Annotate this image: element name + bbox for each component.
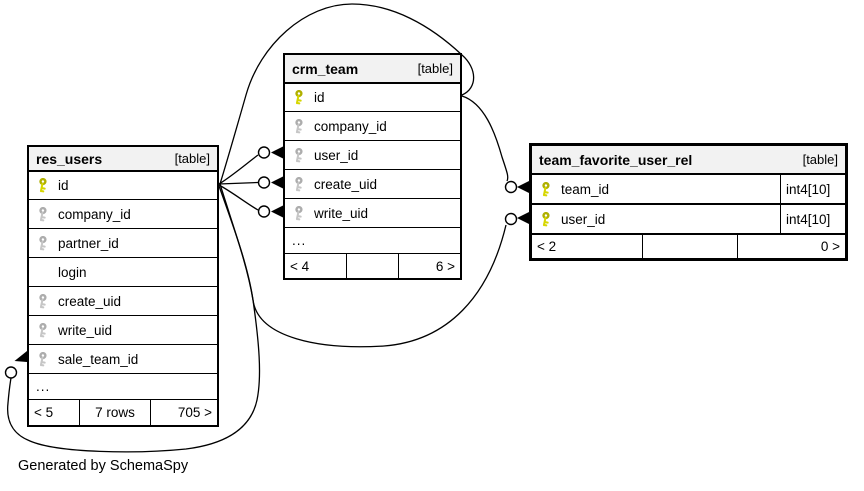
rel-line-res_users-id-crm_team-user_id <box>218 154 259 185</box>
table-type-badge: [table] <box>174 151 210 166</box>
table-footer-crm_team: < 4 6 > <box>285 253 460 278</box>
foreign-key-icon <box>295 118 303 133</box>
primary-key-icon <box>542 211 550 226</box>
column-row-write_uid: write_uid <box>285 198 460 227</box>
column-row-create_uid: create_uid <box>29 286 217 315</box>
footer-row-count: 7 rows <box>79 400 150 425</box>
foreign-key-icon <box>295 205 303 220</box>
fk-arrowhead-crm_team-user_id <box>271 146 283 159</box>
foreign-key-icon <box>39 206 47 221</box>
fk-arrowhead-res_users-sale_team_id <box>14 351 27 362</box>
ellipsis-text: ... <box>292 233 307 248</box>
table-name[interactable]: team_favorite_user_rel <box>539 151 693 168</box>
foreign-key-icon <box>295 147 303 162</box>
table-name[interactable]: crm_team <box>292 60 359 77</box>
column-row-id: id <box>285 82 460 111</box>
cardinality-circle-crm_team-create_uid <box>257 176 271 189</box>
column-name: write_uid <box>58 322 113 338</box>
foreign-key-icon <box>39 235 47 250</box>
table-header-team_favorite_user_rel: team_favorite_user_rel [table] <box>532 146 845 173</box>
fk-arrowhead-team_favorite_user_rel-team_id <box>517 181 529 193</box>
column-name: id <box>58 178 69 193</box>
foreign-key-icon <box>39 322 47 337</box>
table-name[interactable]: res_users <box>36 150 103 167</box>
foreign-key-icon <box>39 293 47 308</box>
fk-arrowhead-crm_team-create_uid <box>271 176 283 189</box>
column-name: partner_id <box>58 235 119 251</box>
column-row-id: id <box>29 170 217 199</box>
column-row-write_uid: write_uid <box>29 315 217 344</box>
column-name: create_uid <box>58 293 122 309</box>
more-columns-ellipsis: ... <box>285 227 460 253</box>
column-name: id <box>314 90 325 105</box>
cardinality-circle-res_users-sale_team_id <box>4 366 18 379</box>
table-team_favorite_user_rel[interactable]: team_favorite_user_rel [table] team_id i… <box>529 143 848 261</box>
column-row-sale_team_id: sale_team_id <box>29 344 217 373</box>
ellipsis-text: ... <box>36 379 51 394</box>
column-row-company_id: company_id <box>29 199 217 228</box>
column-name: team_id <box>561 181 610 197</box>
foreign-key-icon <box>39 351 47 366</box>
fk-arrowhead-team_favorite_user_rel-user_id <box>517 212 529 224</box>
column-name: company_id <box>314 118 387 134</box>
column-name: user_id <box>314 147 359 163</box>
cardinality-circle-crm_team-user_id <box>257 146 271 159</box>
footer-parents-count: < 5 <box>34 405 54 420</box>
more-columns-ellipsis: ... <box>29 373 217 399</box>
footer-row-count <box>346 254 398 278</box>
cardinality-circle-crm_team-write_uid <box>257 205 271 218</box>
fk-arrowhead-crm_team-write_uid <box>271 205 283 218</box>
column-name: company_id <box>58 206 131 222</box>
column-type: int4[10] <box>780 205 845 233</box>
column-type: int4[10] <box>780 175 845 203</box>
table-type-badge: [table] <box>417 61 453 76</box>
rel-line-res_users-id-crm_team-write_uid <box>218 184 259 211</box>
column-row-company_id: company_id <box>285 111 460 140</box>
primary-key-icon <box>542 181 550 196</box>
table-header-res_users: res_users [table] <box>29 147 217 170</box>
rel-line-crm_team-id-team_favorite_user_rel-team_id <box>461 95 509 182</box>
primary-key-icon <box>295 90 303 105</box>
column-row-user_id: user_id <box>285 140 460 169</box>
column-name: write_uid <box>314 205 369 221</box>
rel-line-res_users-id-crm_team-create_uid <box>218 181 259 185</box>
table-footer-team_favorite_user_rel: < 2 0 > <box>532 233 845 258</box>
table-footer-res_users: < 5 7 rows 705 > <box>29 399 217 425</box>
footer-children-count: 705 > <box>150 400 217 425</box>
column-row-user_id: user_id int4[10] <box>532 203 845 233</box>
column-name: create_uid <box>314 176 378 192</box>
footer-children-count: 0 > <box>737 235 845 258</box>
generator-note: Generated by SchemaSpy <box>18 458 189 474</box>
footer-children-count: 6 > <box>398 254 460 278</box>
footer-parents-count: < 2 <box>537 239 557 254</box>
foreign-key-icon <box>295 176 303 191</box>
footer-row-count <box>642 235 737 258</box>
table-res_users[interactable]: res_users [table] id company_id partner_… <box>27 145 219 427</box>
footer-parents-count: < 4 <box>290 258 310 274</box>
column-row-login: login <box>29 257 217 286</box>
table-type-badge: [table] <box>802 152 838 167</box>
table-crm_team[interactable]: crm_team [table] id company_id user_id c… <box>283 53 462 280</box>
column-name: user_id <box>561 211 606 227</box>
cardinality-circle-team_favorite_user_rel-user_id <box>504 212 518 226</box>
primary-key-icon <box>39 178 47 193</box>
cardinality-circle-team_favorite_user_rel-team_id <box>504 180 518 194</box>
table-header-crm_team: crm_team [table] <box>285 55 460 82</box>
column-row-partner_id: partner_id <box>29 228 217 257</box>
column-row-team_id: team_id int4[10] <box>532 173 845 203</box>
column-row-create_uid: create_uid <box>285 169 460 198</box>
column-name: login <box>58 264 87 280</box>
column-name: sale_team_id <box>58 351 139 367</box>
